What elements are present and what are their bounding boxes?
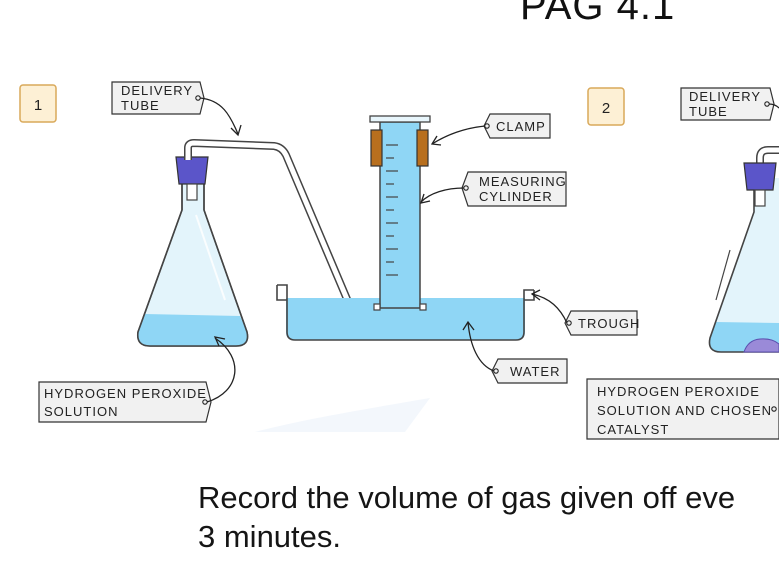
- svg-text:SOLUTION: SOLUTION: [44, 404, 118, 419]
- step-badge-1-label: 1: [34, 97, 42, 114]
- label-delivery-tube-1: DELIVERY TUBE: [111, 81, 242, 137]
- label-trough: TROUGH: [530, 289, 640, 336]
- svg-text:TROUGH: TROUGH: [578, 316, 640, 331]
- trough: [276, 284, 535, 341]
- step-badge-2: 2: [587, 87, 625, 126]
- label-measuring-cylinder: MEASURING CYLINDER: [420, 171, 567, 207]
- svg-text:CYLINDER: CYLINDER: [479, 189, 553, 204]
- svg-text:MEASURING: MEASURING: [479, 174, 567, 189]
- svg-text:TUBE: TUBE: [689, 104, 728, 119]
- measuring-cylinder: [369, 115, 431, 311]
- conical-flask-1: [136, 169, 249, 347]
- label-hydrogen-peroxide-1: HYDROGEN PEROXIDE SOLUTION: [38, 336, 236, 423]
- page-title: PAG 4.1: [520, 0, 676, 28]
- apparatus-diagram: 1: [19, 81, 779, 440]
- stopper-2: [743, 162, 777, 207]
- svg-text:TUBE: TUBE: [121, 98, 160, 113]
- trough-water: [286, 298, 525, 340]
- caption-line-2: 3 minutes.: [198, 519, 342, 554]
- svg-text:SOLUTION AND CHOSEN: SOLUTION AND CHOSEN: [597, 403, 772, 418]
- clamp: [370, 129, 429, 167]
- label-delivery-tube-2: DELIVERY TUBE: [680, 87, 779, 121]
- label-water: WATER: [462, 320, 568, 384]
- caption-line-1: Record the volume of gas given off eve: [198, 480, 736, 515]
- conical-flask-2: [708, 178, 779, 353]
- instruction-caption: Record the volume of gas given off eve 3…: [198, 478, 779, 556]
- hydrogen-peroxide-liquid-1: [137, 314, 248, 346]
- step-badge-2-label: 2: [602, 100, 610, 117]
- svg-text:DELIVERY: DELIVERY: [121, 83, 193, 98]
- stopper-1: [175, 156, 209, 201]
- label-clamp: CLAMP: [430, 113, 551, 146]
- step-badge-1: 1: [19, 84, 57, 123]
- svg-text:HYDROGEN PEROXIDE: HYDROGEN PEROXIDE: [597, 384, 760, 399]
- svg-text:DELIVERY: DELIVERY: [689, 89, 761, 104]
- svg-text:CLAMP: CLAMP: [496, 119, 546, 134]
- svg-text:CATALYST: CATALYST: [597, 422, 669, 437]
- svg-text:WATER: WATER: [510, 364, 561, 379]
- label-hydrogen-peroxide-2: HYDROGEN PEROXIDE SOLUTION AND CHOSEN CA…: [586, 378, 779, 440]
- watermark-swoosh: [255, 398, 430, 432]
- catalyst-powder: [743, 338, 779, 353]
- svg-text:HYDROGEN PEROXIDE: HYDROGEN PEROXIDE: [44, 386, 207, 401]
